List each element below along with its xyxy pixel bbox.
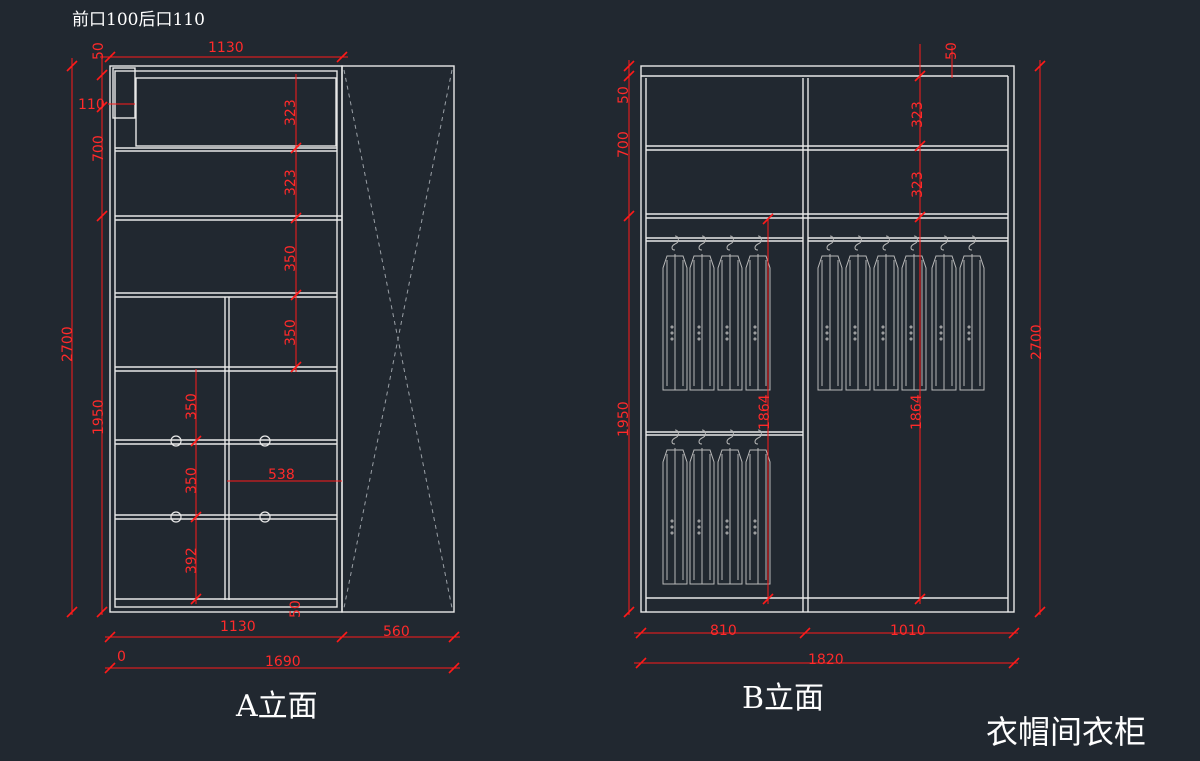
garment-icon bbox=[717, 235, 743, 391]
drawer-knob bbox=[259, 511, 271, 523]
a-dim-drawer-width: 538 bbox=[268, 467, 295, 483]
garment-icon bbox=[931, 235, 957, 391]
b-dim-shelf-1: 323 bbox=[910, 101, 926, 128]
garment-icon bbox=[745, 429, 771, 585]
elevation-a-title: A立面 bbox=[235, 689, 318, 724]
b-dim-left-width: 810 bbox=[710, 623, 737, 639]
elevation-a: 50 110 700 1950 2700 1130 323 323 350 35… bbox=[60, 40, 460, 724]
garment-icon bbox=[745, 235, 771, 391]
a-dim-shelf-4: 350 bbox=[283, 319, 299, 346]
a-dim-shelf-2: 323 bbox=[283, 169, 299, 196]
b-dim-overall: 1820 bbox=[808, 652, 844, 668]
a-dim-zero: 0 bbox=[117, 649, 126, 665]
garment-icon bbox=[901, 235, 927, 391]
a-dim-drawer-2: 350 bbox=[184, 467, 200, 494]
drawer-knob bbox=[170, 435, 182, 447]
a-door-panel bbox=[341, 65, 455, 613]
a-dim-lower: 1950 bbox=[91, 399, 107, 435]
b-dim-upper: 700 bbox=[616, 131, 632, 158]
b-dim-top-offset-right: 50 bbox=[944, 42, 960, 60]
garment-icon bbox=[689, 429, 715, 585]
a-dim-top-width: 1130 bbox=[208, 40, 244, 56]
drawer-knob bbox=[259, 435, 271, 447]
garment-icon bbox=[717, 429, 743, 585]
drawer-knob bbox=[170, 511, 182, 523]
elevation-b: 50 700 1950 2700 50 323 323 1864 1864 81… bbox=[616, 42, 1046, 716]
b-dim-right-width: 1010 bbox=[890, 623, 926, 639]
garment-icon bbox=[873, 235, 899, 391]
hanging-garments bbox=[662, 235, 985, 585]
b-dim-shelf-2: 323 bbox=[910, 171, 926, 198]
garment-icon bbox=[959, 235, 985, 391]
a-dim-drawer-1: 350 bbox=[184, 393, 200, 420]
garment-icon bbox=[817, 235, 843, 391]
drawing-title: 衣帽间衣柜 bbox=[986, 713, 1146, 751]
b-carcass bbox=[640, 65, 1015, 613]
garment-icon bbox=[689, 235, 715, 391]
b-dim-top-offset: 50 bbox=[616, 86, 632, 104]
garment-icon bbox=[662, 429, 688, 585]
a-dim-side-offset: 110 bbox=[78, 97, 105, 113]
garment-icon bbox=[845, 235, 871, 391]
b-dim-hang-right: 1864 bbox=[909, 394, 925, 430]
a-dim-top-offset: 50 bbox=[91, 42, 107, 60]
a-dim-shelf-1: 323 bbox=[283, 99, 299, 126]
b-dim-hang-left: 1864 bbox=[757, 394, 773, 430]
a-dim-upper: 700 bbox=[91, 135, 107, 162]
a-dim-total: 2700 bbox=[60, 326, 76, 362]
a-dim-shelf-3: 350 bbox=[283, 245, 299, 272]
a-dim-base: 50 bbox=[288, 600, 304, 618]
b-dim-total: 2700 bbox=[1029, 324, 1045, 360]
a-dim-door-width: 560 bbox=[383, 624, 410, 640]
a-dim-overall: 1690 bbox=[265, 654, 301, 670]
garment-icon bbox=[662, 235, 688, 391]
elevation-b-title: B立面 bbox=[742, 681, 824, 716]
a-dim-bottom-width: 1130 bbox=[220, 619, 256, 635]
b-dim-lower: 1950 bbox=[616, 401, 632, 437]
front-back-note: 前口100后口110 bbox=[72, 10, 205, 30]
a-dim-drawer-3: 392 bbox=[184, 547, 200, 574]
